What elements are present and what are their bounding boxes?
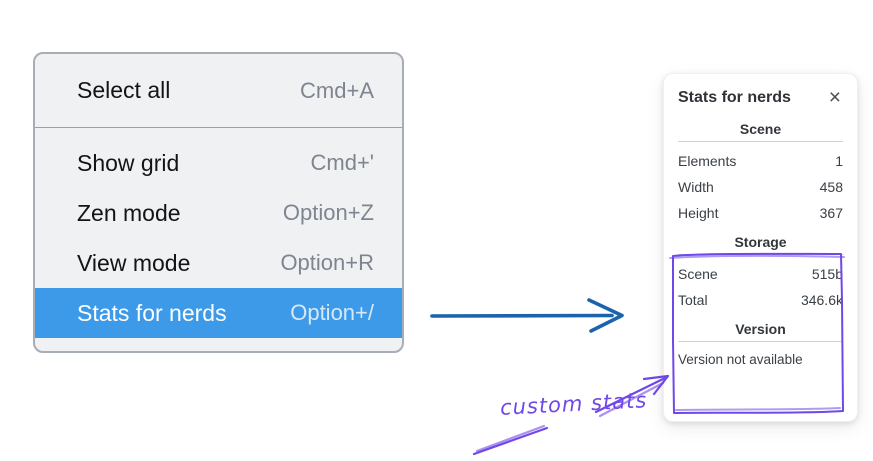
menu-item-label: Show grid <box>77 149 180 176</box>
stat-label: Scene <box>678 266 718 282</box>
menu-item-select-all[interactable]: Select all Cmd+A <box>35 64 402 117</box>
stats-for-nerds-panel: Stats for nerds × Scene Elements 1 Width… <box>663 73 858 422</box>
stat-row-elements: Elements 1 <box>676 148 845 174</box>
menu-item-shortcut: Option+/ <box>290 300 374 325</box>
stats-panel-titlebar: Stats for nerds × <box>678 86 843 109</box>
context-menu-section-bottom: Show grid Cmd+' Zen mode Option+Z View m… <box>35 127 402 351</box>
version-section-header: Version <box>735 321 786 337</box>
menu-item-label: Zen mode <box>77 199 181 226</box>
storage-section-header: Storage <box>734 234 787 250</box>
flow-arrow-icon <box>430 298 624 333</box>
stats-panel-title: Stats for nerds <box>678 89 791 106</box>
custom-stats-annotation: custom stats <box>499 388 648 420</box>
divider <box>678 341 843 342</box>
version-note: Version not available <box>678 352 803 367</box>
menu-item-label: View mode <box>77 249 191 276</box>
divider <box>678 254 843 255</box>
stat-label: Total <box>678 292 708 308</box>
stat-row-width: Width 458 <box>676 174 845 200</box>
close-icon[interactable]: × <box>828 86 841 109</box>
stat-value: 1 <box>835 153 843 169</box>
context-menu-section-top: Select all Cmd+A <box>35 54 402 127</box>
stat-value: 346.6k <box>800 292 843 308</box>
scene-section-header: Scene <box>739 121 782 137</box>
stat-value: 367 <box>819 205 843 221</box>
menu-item-shortcut: Option+R <box>280 250 374 275</box>
menu-item-label: Select all <box>77 77 171 103</box>
divider <box>678 141 843 142</box>
stat-value: 515b <box>811 266 843 282</box>
stat-label: Width <box>678 179 714 195</box>
stat-row-height: Height 367 <box>676 200 845 226</box>
stat-label: Elements <box>678 153 737 169</box>
menu-item-zen-mode[interactable]: Zen mode Option+Z <box>35 188 402 238</box>
stat-row-total-size: Total 346.6k <box>676 287 845 313</box>
menu-item-shortcut: Cmd+A <box>300 77 374 103</box>
menu-item-stats-for-nerds[interactable]: Stats for nerds Option+/ <box>35 288 402 338</box>
context-menu: Select all Cmd+A Show grid Cmd+' Zen mod… <box>33 52 404 353</box>
menu-item-label: Stats for nerds <box>77 299 227 326</box>
stat-row-scene-size: Scene 515b <box>676 261 845 287</box>
menu-item-view-mode[interactable]: View mode Option+R <box>35 238 402 288</box>
menu-item-shortcut: Cmd+' <box>310 150 375 175</box>
menu-item-show-grid[interactable]: Show grid Cmd+' <box>35 138 402 188</box>
stat-value: 458 <box>819 179 843 195</box>
menu-item-shortcut: Option+Z <box>282 200 374 225</box>
stat-label: Height <box>678 205 719 221</box>
annotation-arrow-icon <box>472 374 670 456</box>
